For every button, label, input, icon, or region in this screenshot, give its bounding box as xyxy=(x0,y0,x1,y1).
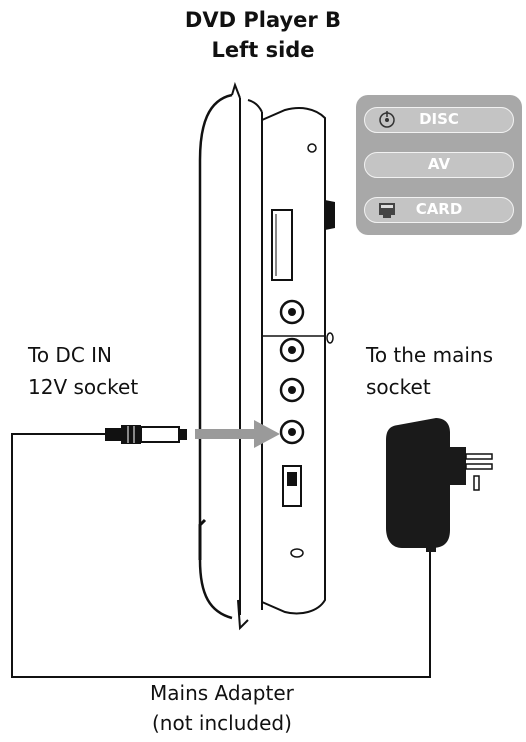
adapter-label: Mains Adapter xyxy=(150,681,294,705)
mains-label: To the mains xyxy=(366,343,493,367)
dc-plug xyxy=(105,425,187,444)
card-option: CARD xyxy=(364,197,514,223)
dc-in-label: To DC IN xyxy=(28,343,112,367)
av-option: AV xyxy=(364,152,514,178)
disc-label: DISC xyxy=(419,110,459,128)
adapter-label-2: (not included) xyxy=(152,711,292,735)
disc-option: DISC xyxy=(364,107,514,133)
source-select-panel: DISC AV CARD xyxy=(356,95,522,235)
card-icon xyxy=(379,203,395,218)
card-label: CARD xyxy=(415,200,463,218)
jack-sockets xyxy=(279,299,305,445)
diagram-title: DVD Player B xyxy=(184,8,342,32)
mains-adapter xyxy=(386,418,493,552)
disc-icon xyxy=(379,111,395,128)
dc-in-label-2: 12V socket xyxy=(28,375,139,399)
diagram-subtitle: Left side xyxy=(211,38,315,62)
av-label: AV xyxy=(427,155,451,173)
mains-label-2: socket xyxy=(366,375,431,399)
card-slot xyxy=(271,209,293,281)
adapter-cable xyxy=(11,433,431,678)
dvd-player-side xyxy=(198,81,326,631)
connection-arrow xyxy=(195,420,280,448)
